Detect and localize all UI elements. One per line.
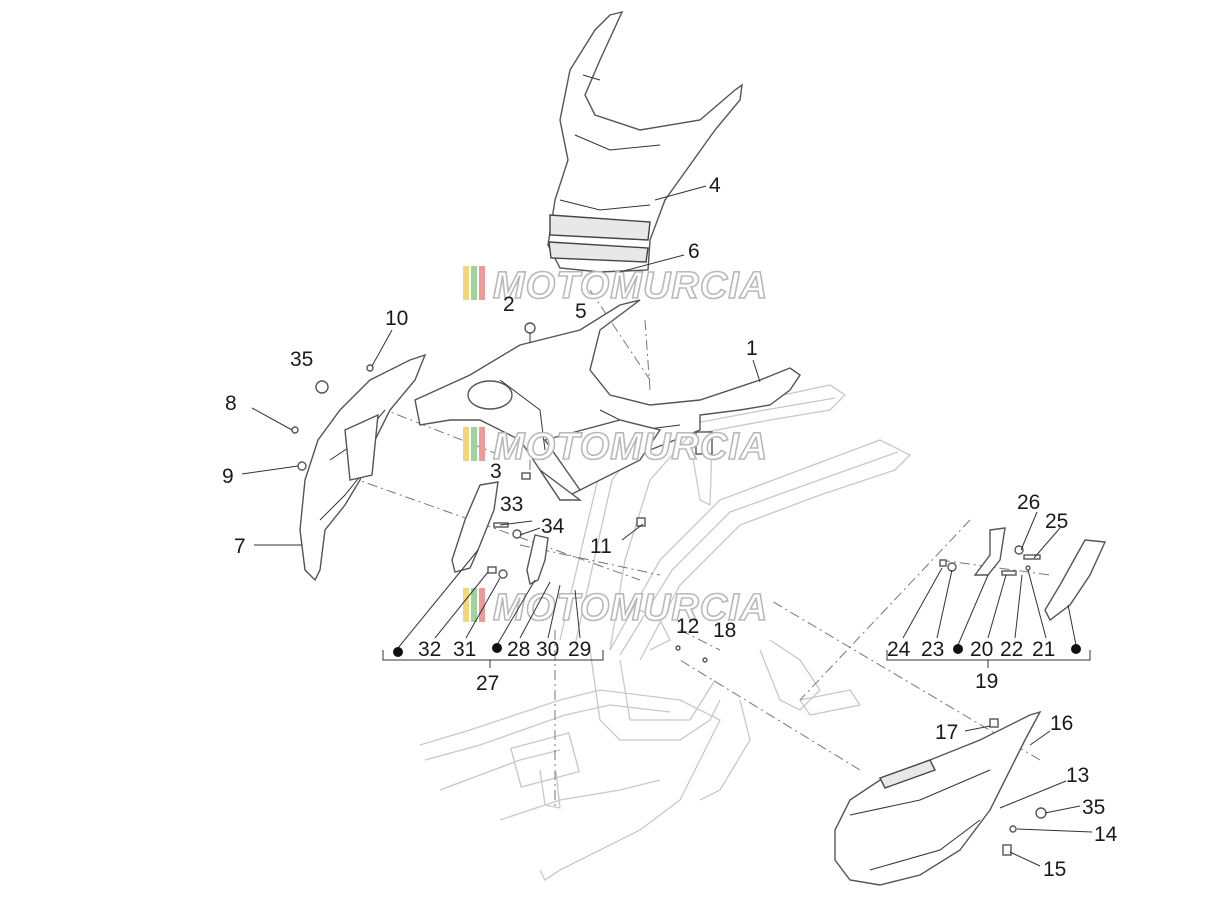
callout-35-left: 35 [290, 348, 313, 371]
part-1-inner-panel [414, 299, 801, 501]
scooter-frame [419, 384, 912, 881]
callout-30: 30 [536, 638, 559, 661]
callout-3: 3 [490, 460, 502, 483]
callout-9: 9 [222, 465, 234, 488]
callout-33: 33 [500, 493, 523, 516]
callout-2: 2 [503, 293, 515, 316]
callout-16: 16 [1050, 712, 1073, 735]
watermark-text: MOTOMURCIA [493, 265, 768, 307]
callout-25: 25 [1045, 510, 1068, 533]
callout-11: 11 [590, 535, 612, 558]
callout-35-right: 35 [1082, 796, 1105, 819]
callout-4: 4 [709, 174, 721, 197]
callout-20: 20 [970, 638, 993, 661]
callout-12: 12 [676, 615, 699, 638]
callout-23: 23 [921, 638, 944, 661]
group-brackets [382, 650, 1091, 668]
part-4-legshield-cover [547, 10, 743, 273]
callout-leaders [241, 185, 1093, 867]
part-7-left-cover [299, 353, 427, 582]
callout-1: 1 [746, 337, 758, 360]
callout-6: 6 [688, 240, 700, 263]
watermark-group: MOTOMURCIA MOTOMURCIA MOTOMURCIA [463, 264, 768, 630]
callout-32: 32 [418, 638, 441, 661]
callout-26: 26 [1017, 491, 1040, 514]
callout-7: 7 [234, 535, 246, 558]
callout-8: 8 [225, 392, 237, 415]
callout-15: 15 [1043, 858, 1066, 881]
part-27-left-footrest [451, 481, 549, 586]
callout-17: 17 [935, 721, 958, 744]
watermark-3: MOTOMURCIA [463, 586, 768, 630]
callout-27: 27 [476, 672, 499, 695]
callout-labels: 4 6 2 5 1 10 35 8 9 7 3 33 34 11 32 31 2… [222, 174, 1118, 881]
bullet-dots [393, 643, 1081, 657]
part-19-right-footrest [939, 527, 1107, 622]
watermark-1: MOTOMURCIA [463, 264, 768, 308]
callout-19: 19 [975, 670, 998, 693]
callout-22: 22 [1000, 638, 1023, 661]
callout-14: 14 [1094, 823, 1118, 846]
callout-34: 34 [541, 515, 565, 538]
callout-28: 28 [507, 638, 530, 661]
callout-10: 10 [385, 307, 408, 330]
hardware [291, 322, 708, 663]
watermark-text: MOTOMURCIA [493, 587, 768, 629]
part-13-right-cover [834, 710, 1047, 886]
callout-18: 18 [713, 619, 736, 642]
callout-13: 13 [1066, 764, 1089, 787]
watermark-2: MOTOMURCIA [463, 425, 768, 469]
callout-5: 5 [575, 300, 587, 323]
callout-29: 29 [568, 638, 591, 661]
callout-21: 21 [1032, 638, 1055, 661]
watermark-text: MOTOMURCIA [493, 426, 768, 468]
callout-24: 24 [887, 638, 911, 661]
callout-31: 31 [453, 638, 476, 661]
